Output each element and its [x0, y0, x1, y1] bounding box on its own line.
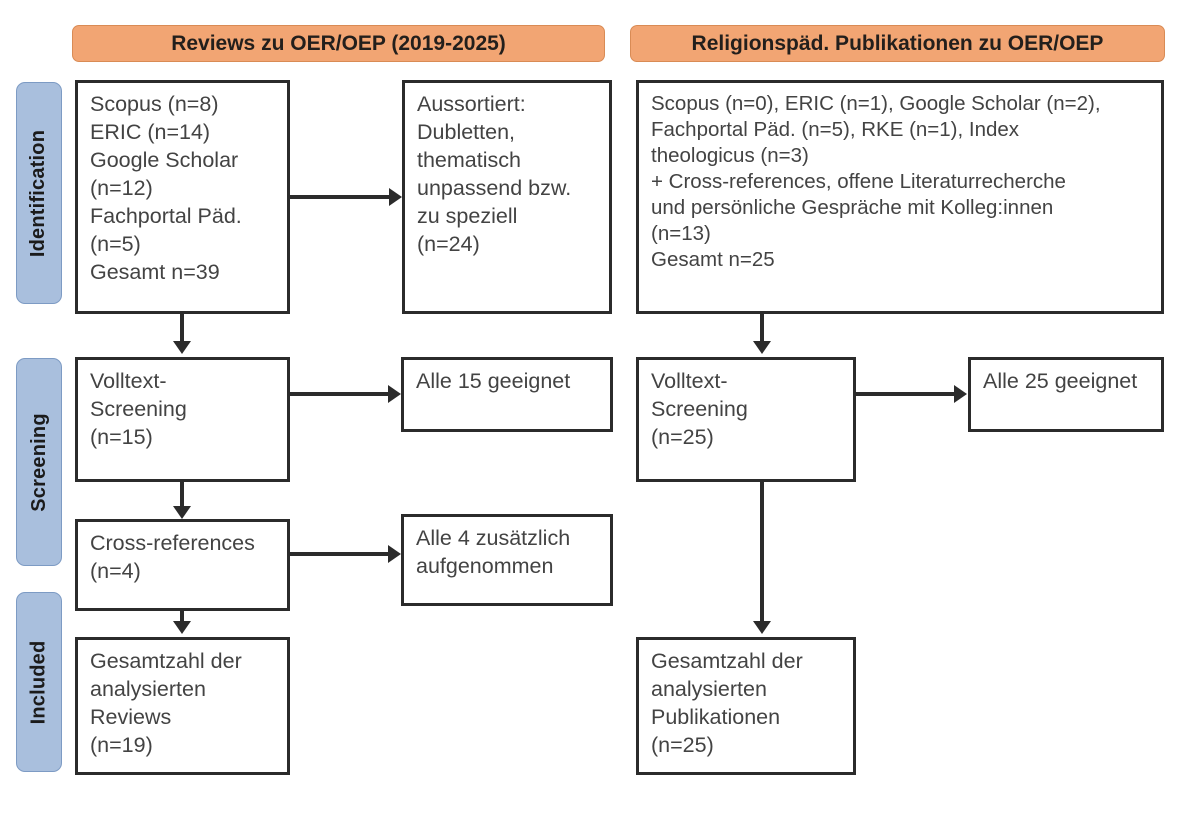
column-banner-publications: Religionspäd. Publikationen zu OER/OEP — [630, 25, 1165, 62]
phase-tab-screening: Screening — [16, 358, 62, 566]
box-left-identification-sources: Scopus (n=8) ERIC (n=14) Google Scholar … — [75, 80, 290, 314]
connector-left-identification-to-excluded — [290, 195, 391, 199]
connector-right-identification-to-screening — [760, 314, 764, 344]
phase-tab-included-label: Included — [27, 640, 50, 724]
connector-right-screening-to-result — [856, 392, 956, 396]
column-banner-publications-label: Religionspäd. Publikationen zu OER/OEP — [691, 31, 1104, 55]
arrow-left-crossrefs-to-included — [173, 621, 191, 634]
phase-tab-screening-label: Screening — [27, 412, 50, 512]
arrow-right-screening-to-result — [954, 385, 967, 403]
connector-left-crossrefs-to-included — [180, 611, 184, 624]
connector-right-screening-to-included — [760, 482, 764, 624]
arrow-left-identification-to-screening — [173, 341, 191, 354]
box-left-included: Gesamtzahl der analysierten Reviews (n=1… — [75, 637, 290, 775]
connector-left-identification-to-screening — [180, 314, 184, 344]
phase-tab-identification: Identification — [16, 82, 62, 304]
box-left-crossreferences-result: Alle 4 zusätzlich aufgenommen — [401, 514, 613, 606]
column-banner-reviews: Reviews zu OER/OEP (2019-2025) — [72, 25, 605, 62]
phase-tab-included: Included — [16, 592, 62, 772]
arrow-left-screening-to-crossrefs — [173, 506, 191, 519]
phase-tab-identification-label: Identification — [27, 129, 50, 257]
arrow-left-crossrefs-to-result — [388, 545, 401, 563]
column-banner-reviews-label: Reviews zu OER/OEP (2019-2025) — [171, 31, 506, 55]
arrow-left-identification-to-excluded — [389, 188, 402, 206]
connector-left-crossrefs-to-result — [290, 552, 390, 556]
box-right-included: Gesamtzahl der analysierten Publikatione… — [636, 637, 856, 775]
connector-left-screening-to-result — [290, 392, 390, 396]
arrow-right-identification-to-screening — [753, 341, 771, 354]
arrow-right-screening-to-included — [753, 621, 771, 634]
box-right-identification-sources: Scopus (n=0), ERIC (n=1), Google Scholar… — [636, 80, 1164, 314]
box-left-excluded: Aussortiert: Dubletten, thematisch unpas… — [402, 80, 612, 314]
box-left-fulltext-screening: Volltext- Screening (n=15) — [75, 357, 290, 482]
box-right-screening-result: Alle 25 geeignet — [968, 357, 1164, 432]
arrow-left-screening-to-result — [388, 385, 401, 403]
box-left-crossreferences: Cross-references (n=4) — [75, 519, 290, 611]
box-left-screening-result: Alle 15 geeignet — [401, 357, 613, 432]
connector-left-screening-to-crossrefs — [180, 482, 184, 509]
box-right-fulltext-screening: Volltext- Screening (n=25) — [636, 357, 856, 482]
